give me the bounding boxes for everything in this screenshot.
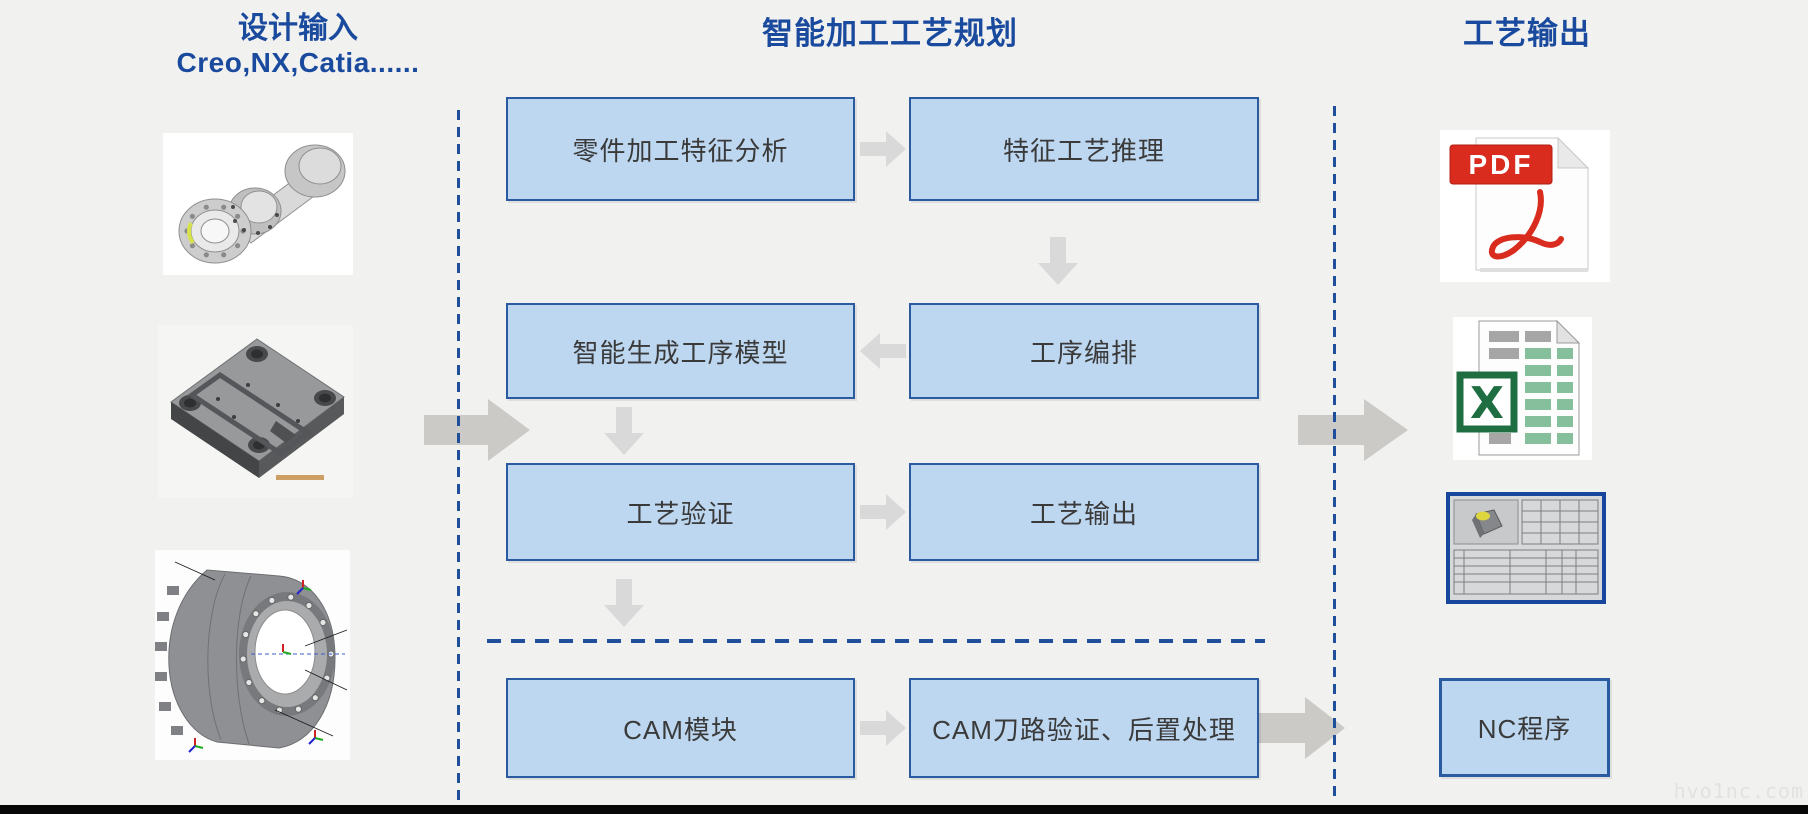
pdf-badge-label: PDF — [1468, 148, 1534, 180]
flow-box-feature-process-reasoning: 特征工艺推理 — [909, 97, 1259, 201]
cad-mold-plate-render — [158, 325, 353, 498]
cad-casing-image — [155, 550, 350, 760]
watermark-text: hvo1nc.com — [1673, 779, 1804, 803]
process-output-header: 工艺输出 — [1463, 16, 1591, 51]
pdf-file-icon: PDF — [1440, 130, 1610, 282]
cad-casing-render — [155, 550, 350, 760]
excel-x-glyph: X — [1470, 378, 1504, 429]
nc-program-box: NC程序 — [1439, 678, 1610, 777]
left-dashed-separator — [457, 110, 460, 802]
arrow-down-icon — [604, 579, 644, 627]
flow-box-cam-module: CAM模块 — [506, 678, 855, 778]
design-input-title: 设计输入 — [238, 12, 358, 45]
big-arrow-cam-to-nc-icon — [1255, 697, 1345, 759]
cad-mold-image — [158, 325, 353, 498]
arrow-right-icon — [860, 710, 906, 746]
big-arrow-planning-to-output-icon — [1298, 399, 1408, 461]
flow-box-cam-toolpath-postprocess: CAM刀路验证、后置处理 — [909, 678, 1259, 778]
flow-box-generate-operation-model: 智能生成工序模型 — [506, 303, 855, 399]
arrow-down-icon — [1038, 237, 1078, 285]
arrow-right-icon — [860, 494, 906, 530]
arrow-right-icon — [860, 131, 906, 167]
design-input-subtitle: Creo,NX,Catia...... — [176, 46, 420, 78]
flow-box-process-verification: 工艺验证 — [506, 463, 855, 561]
arrow-down-icon — [604, 407, 644, 455]
flow-box-process-output: 工艺输出 — [909, 463, 1259, 561]
process-planning-header: 智能加工工艺规划 — [762, 16, 1018, 51]
process-card-drawing-thumbnail — [1446, 492, 1606, 604]
big-arrow-input-to-planning-icon — [424, 399, 530, 461]
excel-file-icon: X — [1453, 317, 1592, 460]
flow-box-operation-sequencing: 工序编排 — [909, 303, 1259, 399]
bottom-black-bar — [0, 805, 1808, 814]
flow-box-feature-analysis: 零件加工特征分析 — [506, 97, 855, 201]
horizontal-dashed-separator — [487, 639, 1265, 643]
design-input-header: 设计输入 Creo,NX,Catia...... — [148, 12, 448, 79]
cad-shaft-flange-render — [163, 133, 353, 275]
cad-shaft-image — [163, 133, 353, 275]
right-dashed-separator — [1333, 106, 1336, 802]
arrow-left-icon — [860, 333, 906, 369]
